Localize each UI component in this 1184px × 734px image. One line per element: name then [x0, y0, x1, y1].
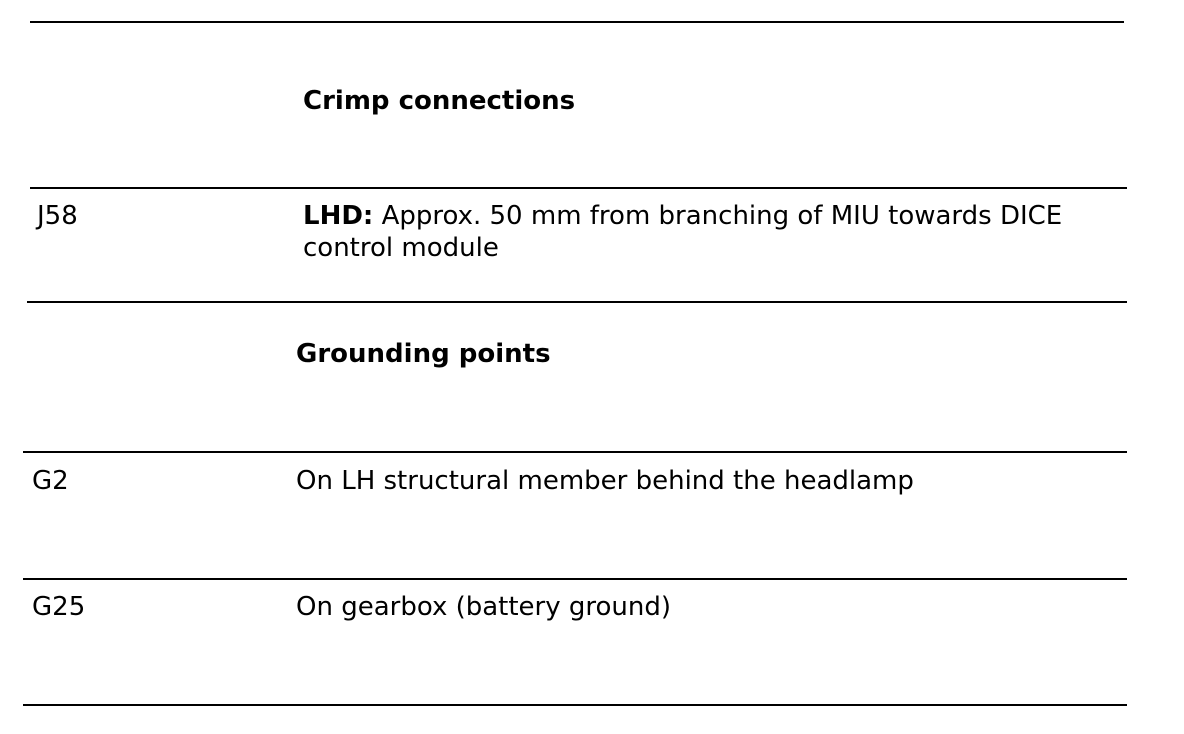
section-divider [23, 451, 1127, 453]
section-divider [30, 187, 1127, 189]
top-divider [30, 21, 1124, 23]
row-divider [27, 301, 1127, 303]
section-heading-crimp-connections: Crimp connections [303, 86, 576, 116]
row-code: J58 [37, 201, 78, 231]
row-description-text: Approx. 50 mm from branching of MIU towa… [303, 201, 1063, 263]
row-description: LHD: Approx. 50 mm from branching of MIU… [303, 200, 1103, 264]
row-description: On gearbox (battery ground) [296, 592, 672, 622]
row-code: G2 [32, 466, 69, 496]
section-heading-grounding-points: Grounding points [296, 339, 551, 369]
row-description-label: LHD: [303, 201, 374, 231]
row-description: On LH structural member behind the headl… [296, 466, 914, 496]
bottom-divider [23, 704, 1127, 706]
row-code: G25 [32, 592, 86, 622]
row-divider [23, 578, 1127, 580]
